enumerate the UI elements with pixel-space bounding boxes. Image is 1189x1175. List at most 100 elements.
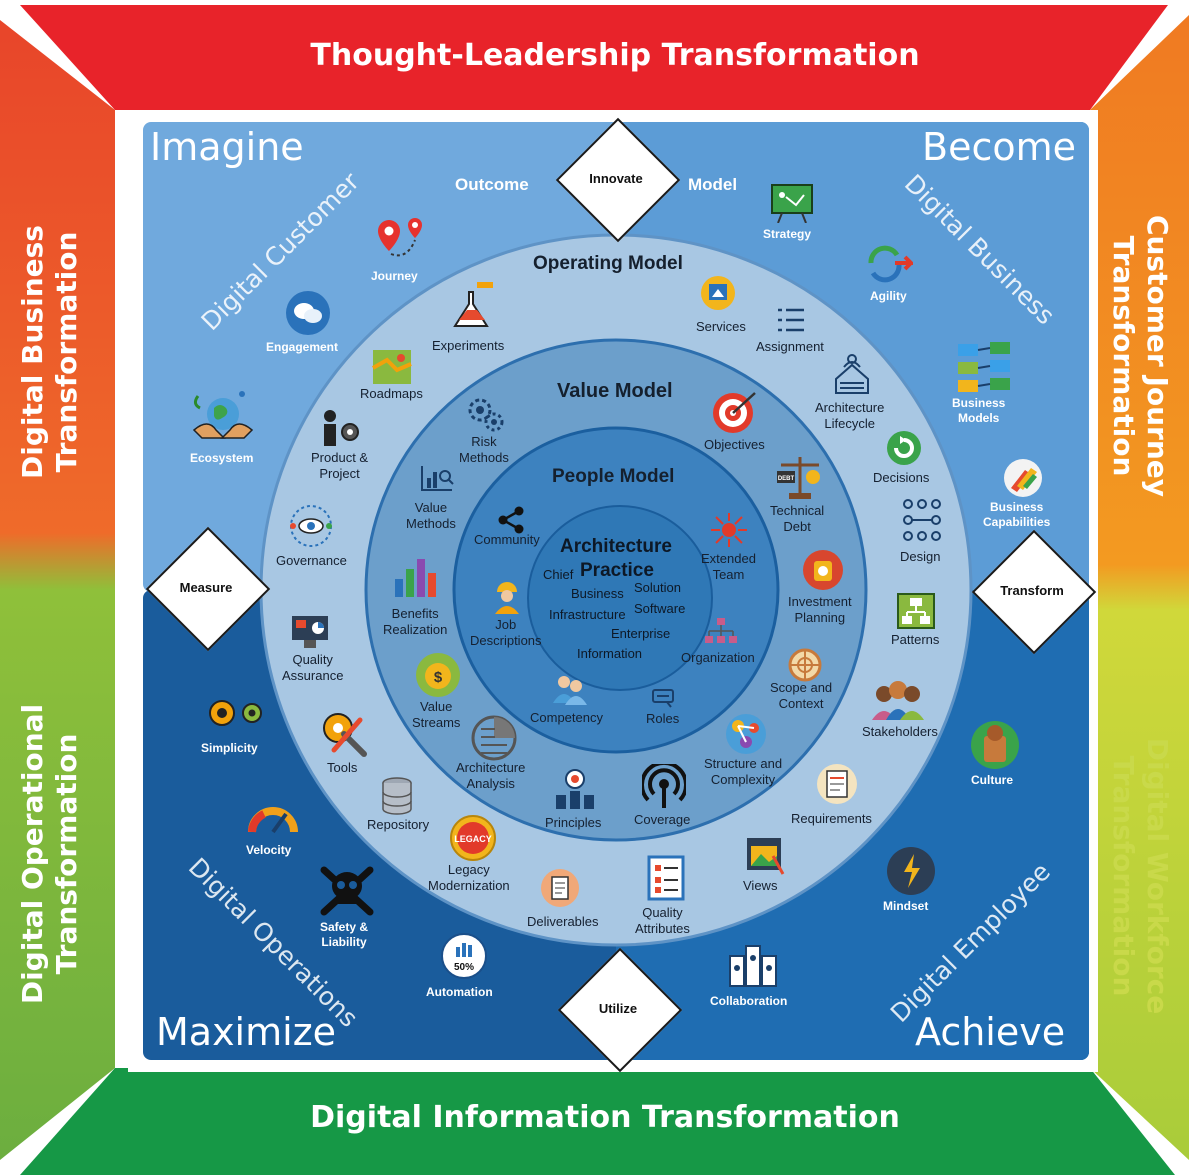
center-architecture: Architecture xyxy=(560,536,672,557)
mindset-label: Mindset xyxy=(883,899,929,913)
business-models-icon xyxy=(958,342,1010,392)
strategy-icon xyxy=(771,184,813,223)
technical-debt-label: Technical Debt xyxy=(770,503,825,534)
left-lower-band-label: Digital Operational Transformation xyxy=(16,703,83,1005)
utilize-label: Utilize xyxy=(598,1001,638,1016)
governance-icon xyxy=(290,505,332,547)
competency-label: Competency xyxy=(530,710,603,725)
product-project-label: Product & Project xyxy=(311,450,369,481)
quality-attributes-icon xyxy=(647,855,685,901)
automation-label: Automation xyxy=(426,985,493,999)
assignment-icon xyxy=(778,308,804,332)
business-capabilities-label: Business Capabilities xyxy=(983,500,1051,529)
tools-label: Tools xyxy=(327,760,358,775)
deliverables-icon xyxy=(541,869,579,907)
journey-icon xyxy=(378,218,422,257)
achieve-label: Achieve xyxy=(915,1010,1066,1054)
simplicity-label: Simplicity xyxy=(201,741,258,755)
operating-model-title: Operating Model xyxy=(533,253,683,274)
top-band-label: Thought-Leadership Transformation xyxy=(310,38,920,73)
center-chief: Chief xyxy=(543,567,574,582)
model-label: Model xyxy=(688,175,738,194)
left-upper-band-label: Digital Business Transformation xyxy=(16,225,83,479)
community-label: Community xyxy=(474,532,540,547)
investment-planning-label: Investment Planning xyxy=(788,594,852,625)
patterns-icon xyxy=(897,593,935,629)
business-models-label: Business Models xyxy=(952,396,1006,425)
left-band xyxy=(0,20,115,1160)
repository-icon xyxy=(382,777,412,815)
decisions-label: Decisions xyxy=(873,470,930,485)
requirements-label: Requirements xyxy=(791,811,872,826)
architecture-analysis-icon xyxy=(471,715,517,761)
decisions-icon xyxy=(887,431,921,465)
maximize-label: Maximize xyxy=(156,1010,337,1054)
roadmaps-label: Roadmaps xyxy=(360,386,423,401)
agility-label: Agility xyxy=(870,289,907,303)
principles-icon xyxy=(556,769,594,809)
svg-text:$: $ xyxy=(434,669,443,686)
services-icon xyxy=(701,276,735,310)
structure-complexity-label: Structure and Complexity xyxy=(704,756,783,787)
legacy-badge-text: LEGACY xyxy=(454,834,492,844)
center-infrastructure: Infrastructure xyxy=(549,607,626,622)
job-descriptions-label: Job Descriptions xyxy=(470,617,542,648)
product-project-icon xyxy=(324,410,359,446)
quality-attributes-label: Quality Attributes xyxy=(635,905,690,936)
views-label: Views xyxy=(743,878,778,893)
coverage-icon xyxy=(642,764,686,808)
architecture-lifecycle-icon xyxy=(835,354,869,394)
extended-team-label: Extended Team xyxy=(701,551,756,582)
community-icon xyxy=(498,506,524,534)
engagement-label: Engagement xyxy=(266,340,339,354)
governance-label: Governance xyxy=(276,553,347,568)
roadmaps-icon xyxy=(372,350,412,384)
roles-icon xyxy=(652,689,674,708)
value-methods-label: Value Methods xyxy=(406,500,456,531)
center-software: Software xyxy=(634,601,686,616)
simplicity-icon xyxy=(209,700,262,726)
value-streams-label: Value Streams xyxy=(412,699,461,730)
risk-methods-icon xyxy=(468,398,504,432)
objectives-icon xyxy=(713,392,756,433)
safety-label: Safety & Liability xyxy=(320,920,369,949)
value-model-title: Value Model xyxy=(557,380,673,402)
views-icon xyxy=(747,838,785,875)
deliverables-label: Deliverables xyxy=(527,914,599,929)
ecosystem-label: Ecosystem xyxy=(190,451,254,465)
tools-icon xyxy=(323,713,367,757)
extended-team-icon xyxy=(711,513,747,547)
center-enterprise: Enterprise xyxy=(611,626,671,641)
engagement-icon xyxy=(286,291,330,335)
collaboration-icon xyxy=(729,945,777,987)
ecosystem-icon xyxy=(192,391,254,439)
legacy-icon: LEGACY xyxy=(450,815,496,861)
scope-context-label: Scope and Context xyxy=(770,680,833,711)
collaboration-label: Collaboration xyxy=(710,994,788,1008)
objectives-label: Objectives xyxy=(704,437,765,452)
velocity-label: Velocity xyxy=(246,843,292,857)
legacy-label: Legacy Modernization xyxy=(428,862,510,893)
job-descriptions-icon xyxy=(495,582,519,614)
stakeholders-label: Stakeholders xyxy=(862,724,938,739)
repository-label: Repository xyxy=(367,817,430,832)
automation-percent: 50% xyxy=(454,962,474,973)
measure-label: Measure xyxy=(179,580,233,595)
debt-badge-text: DEBT xyxy=(778,476,795,482)
right-band xyxy=(1090,15,1189,1160)
requirements-icon xyxy=(817,764,857,804)
stakeholders-icon xyxy=(872,681,924,720)
velocity-icon xyxy=(248,807,298,834)
center-business: Business xyxy=(571,586,624,601)
services-label: Services xyxy=(696,319,746,334)
bottom-band-label: Digital Information Transformation xyxy=(310,1100,900,1135)
architecture-lifecycle-label: Architecture Lifecycle xyxy=(815,400,885,431)
core-circle xyxy=(527,505,713,691)
scope-context-icon xyxy=(788,648,822,682)
organization-icon xyxy=(705,618,737,643)
outcome-label: Outcome xyxy=(455,175,529,194)
culture-icon xyxy=(971,721,1019,769)
quality-assurance-icon xyxy=(292,616,328,648)
design-label: Design xyxy=(900,549,941,564)
